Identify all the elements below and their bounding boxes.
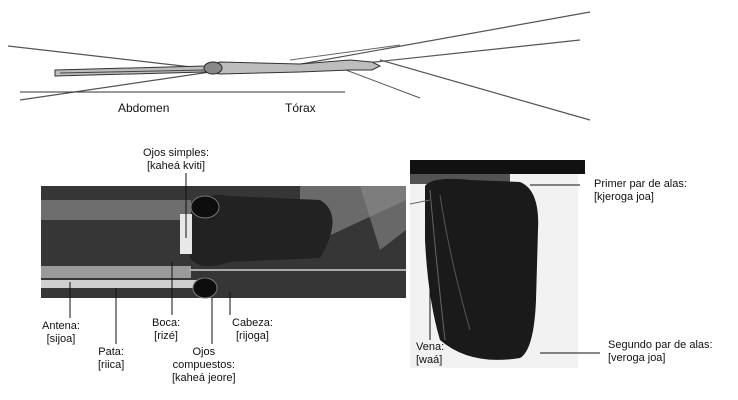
antenna-name: Antena: bbox=[42, 320, 80, 333]
abdomen-label: Abdomen bbox=[118, 102, 169, 115]
first-wings-label: Primer par de alas: [kjeroga joa] bbox=[594, 178, 687, 204]
leg-name: Pata: bbox=[98, 346, 124, 359]
leg-term: [riica] bbox=[98, 359, 124, 372]
leg-label: Pata: [riica] bbox=[98, 346, 124, 372]
second-wings-name: Segundo par de alas: bbox=[608, 339, 713, 352]
mouth-label: Boca: [rizé] bbox=[152, 317, 180, 343]
first-wings-name: Primer par de alas: bbox=[594, 178, 687, 191]
head-photo bbox=[41, 186, 406, 298]
second-wings-label: Segundo par de alas: [veroga joa] bbox=[608, 339, 713, 365]
compound-eyes-name2: compuestos: bbox=[172, 359, 236, 372]
antenna-term: [sijoa] bbox=[42, 333, 80, 346]
antenna-label: Antena: [sijoa] bbox=[42, 320, 80, 346]
compound-eyes-label: Ojos compuestos: [kaheá jeore] bbox=[172, 346, 236, 385]
first-wings-term: [kjeroga joa] bbox=[594, 191, 687, 204]
wing-photo bbox=[410, 160, 585, 368]
head-name: Cabeza: bbox=[232, 317, 273, 330]
mouth-term: [rizé] bbox=[152, 330, 180, 343]
head-term: [rijoga] bbox=[232, 330, 273, 343]
simple-eyes-term: [kaheá kviti] bbox=[143, 160, 209, 173]
second-wings-term: [veroga joa] bbox=[608, 352, 713, 365]
mouth-name: Boca: bbox=[152, 317, 180, 330]
vein-name: Vena: bbox=[416, 341, 444, 354]
compound-eyes-term: [kaheá jeore] bbox=[172, 372, 236, 385]
compound-eyes-name1: Ojos bbox=[172, 346, 236, 359]
simple-eyes-name: Ojos simples: bbox=[143, 147, 209, 160]
vein-label: Vena: [waá] bbox=[416, 341, 444, 367]
head-label: Cabeza: [rijoga] bbox=[232, 317, 273, 343]
vein-term: [waá] bbox=[416, 354, 444, 367]
thorax-label: Tórax bbox=[285, 102, 316, 115]
simple-eyes-label: Ojos simples: [kaheá kviti] bbox=[143, 147, 209, 173]
